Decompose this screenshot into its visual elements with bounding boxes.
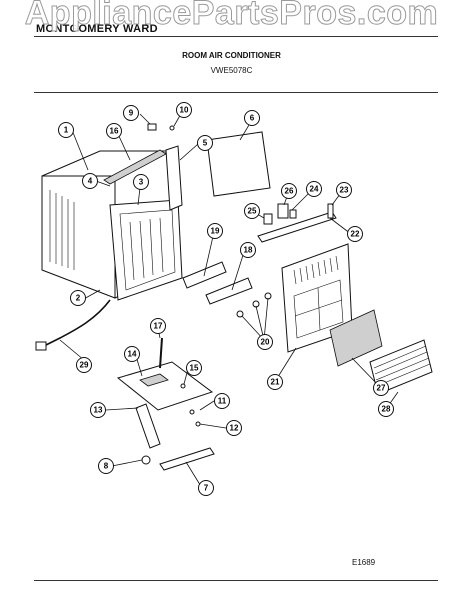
- svg-text:19: 19: [211, 227, 220, 236]
- callout-7: 7: [198, 480, 214, 496]
- svg-text:11: 11: [218, 397, 227, 406]
- rod-part: [159, 337, 163, 369]
- svg-text:15: 15: [190, 364, 199, 373]
- svg-text:9: 9: [129, 109, 134, 118]
- small-screws: [147, 123, 201, 427]
- svg-text:3: 3: [139, 178, 144, 187]
- filter-part: [329, 309, 383, 367]
- model-number: VWE5078C: [210, 66, 253, 75]
- callout-6: 6: [244, 110, 260, 126]
- rail-7-part: [159, 447, 215, 471]
- svg-text:1: 1: [64, 126, 69, 135]
- svg-text:25: 25: [248, 207, 257, 216]
- diagram-title: ROOM AIR CONDITIONER: [182, 51, 281, 60]
- callout-18: 18: [240, 242, 256, 258]
- callout-16: 16: [106, 123, 122, 139]
- svg-text:6: 6: [250, 114, 255, 123]
- bracket-bar-18: [205, 277, 253, 305]
- callout-19: 19: [207, 223, 223, 239]
- callout-23: 23: [336, 182, 352, 198]
- callout-1: 1: [58, 122, 74, 138]
- svg-text:8: 8: [104, 462, 109, 471]
- callout-10: 10: [176, 102, 192, 118]
- callout-28: 28: [378, 401, 394, 417]
- callout-4: 4: [82, 173, 98, 189]
- svg-text:29: 29: [80, 361, 89, 370]
- callout-14: 14: [124, 346, 140, 362]
- callout-11: 11: [214, 393, 230, 409]
- callout-15: 15: [186, 360, 202, 376]
- brace-part: [135, 403, 161, 449]
- callout-8: 8: [98, 458, 114, 474]
- panel-part: [206, 131, 271, 197]
- callout-21: 21: [267, 374, 283, 390]
- svg-text:4: 4: [88, 177, 93, 186]
- svg-text:16: 16: [110, 127, 119, 136]
- callout-26: 26: [281, 183, 297, 199]
- screw-parts: [236, 292, 272, 318]
- header-top-rule: [34, 36, 438, 37]
- callout-25: 25: [244, 203, 260, 219]
- curtain-frame-part: [165, 145, 183, 211]
- callout-5: 5: [197, 135, 213, 151]
- callout-29: 29: [76, 357, 92, 373]
- footer-rule: [34, 580, 438, 581]
- header-divider: [34, 92, 438, 93]
- callout-17: 17: [150, 318, 166, 334]
- diagram-code: E1689: [352, 558, 376, 567]
- callout-12: 12: [226, 420, 242, 436]
- svg-text:14: 14: [128, 350, 137, 359]
- svg-text:22: 22: [351, 230, 360, 239]
- callout-3: 3: [133, 174, 149, 190]
- callout-2: 2: [70, 290, 86, 306]
- svg-text:21: 21: [271, 378, 280, 387]
- svg-text:23: 23: [340, 186, 349, 195]
- svg-text:27: 27: [377, 384, 386, 393]
- svg-text:5: 5: [203, 139, 208, 148]
- svg-text:13: 13: [94, 406, 103, 415]
- foot-part: [141, 455, 151, 465]
- svg-text:28: 28: [382, 405, 391, 414]
- svg-text:17: 17: [154, 322, 163, 331]
- svg-text:7: 7: [204, 484, 209, 493]
- power-cord-part: [35, 299, 111, 351]
- front-grille-part: [281, 243, 353, 353]
- callout-20: 20: [257, 334, 273, 350]
- svg-text:2: 2: [76, 294, 81, 303]
- callout-9: 9: [123, 105, 139, 121]
- callout-13: 13: [90, 402, 106, 418]
- callout-24: 24: [306, 181, 322, 197]
- svg-text:26: 26: [285, 187, 294, 196]
- svg-text:12: 12: [230, 424, 239, 433]
- svg-text:18: 18: [244, 246, 253, 255]
- chassis-part: [109, 199, 183, 301]
- watermark: AppliancePartsPros.com: [24, 0, 439, 33]
- callout-22: 22: [347, 226, 363, 242]
- svg-text:24: 24: [310, 185, 319, 194]
- svg-text:10: 10: [180, 106, 189, 115]
- brand-name: MONTGOMERY WARD: [36, 23, 158, 35]
- rail-part: [257, 211, 337, 243]
- callout-27: 27: [373, 380, 389, 396]
- svg-text:20: 20: [261, 338, 270, 347]
